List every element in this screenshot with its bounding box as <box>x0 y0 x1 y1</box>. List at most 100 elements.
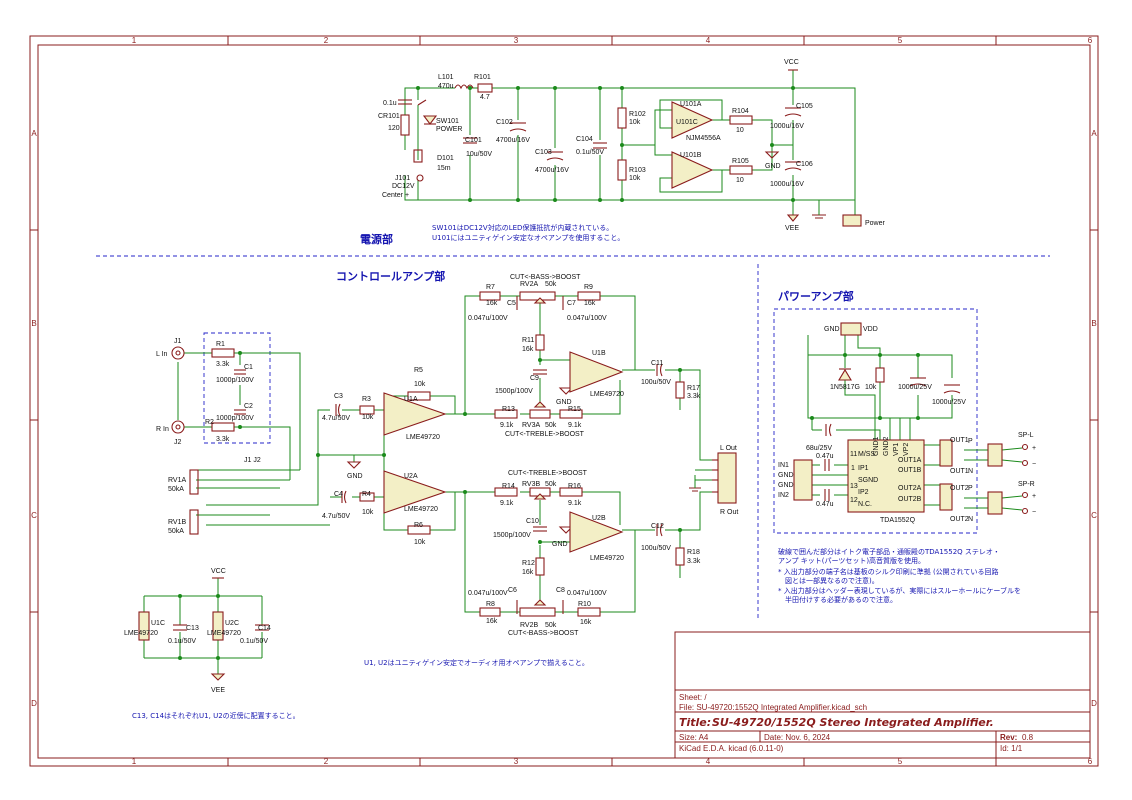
pa-in-pin-2: GND <box>778 472 794 479</box>
l101: L101 470u <box>438 74 474 90</box>
pa-out2-header: OUT2 OUT2 P N <box>939 483 973 523</box>
r17-ref: R17 <box>687 385 700 392</box>
r1: R1 3.3k <box>211 341 235 368</box>
r101-value: 4.7 <box>480 94 490 101</box>
c9: C9 1500p/100V <box>495 369 547 395</box>
tda-pin-gnd1: GND1 <box>873 436 880 456</box>
c1-value: 1000p/100V <box>216 377 254 384</box>
r3-ref: R3 <box>362 396 371 403</box>
pa-resistor: 10k <box>865 367 885 391</box>
r16: R16 9.1k <box>559 483 583 507</box>
sp-l-minus: − <box>1032 461 1036 468</box>
row-label-a: A <box>31 129 37 138</box>
r9: R9 16k <box>577 284 601 307</box>
r15-value: 9.1k <box>568 422 582 429</box>
l101-value: 470u <box>438 83 454 90</box>
c101-ref: C101 <box>465 137 482 144</box>
pa-out2-bottom-label: OUT2 <box>950 516 969 523</box>
vee-symbol-psu: VEE <box>785 214 799 232</box>
u101c-ref: U101C <box>676 119 698 126</box>
j1-label: L In <box>156 351 168 358</box>
tb-tool: KiCad E.D.A. kicad (6.0.11-0) <box>679 744 784 753</box>
r8-ref: R8 <box>486 601 495 608</box>
c101-value: 10u/50V <box>466 151 492 158</box>
control-note: U1, U2はユニティゲイン安定でオーディオ用オペアンプで揃えること。 <box>364 658 589 667</box>
r8-value: 16k <box>486 618 498 625</box>
u2b-value: LME49720 <box>590 555 624 562</box>
c5-ref: C5 <box>507 300 516 307</box>
row-label-c: C <box>31 511 37 520</box>
r3-value: 10k <box>362 414 374 421</box>
c2-value: 1000p/100V <box>216 415 254 422</box>
r5: R5 10k <box>407 367 431 401</box>
c11-value: 100u/50V <box>641 379 671 386</box>
l101-ref: L101 <box>438 74 454 81</box>
pa-note-6: 半田付けする必要があるので注意。 <box>785 595 897 604</box>
pa-out2-top-label: OUT2 <box>950 485 969 492</box>
c6: C6 0.047u/100V <box>468 587 518 614</box>
pa-cap-047b-value: 0.47u <box>816 501 834 508</box>
c12-ref: C12 <box>651 523 664 530</box>
sp-l-label: SP-L <box>1018 432 1034 439</box>
pa-cap-a-value: 1000u/25V <box>898 384 932 391</box>
control-amp-section: コントロールアンプ部 U1, U2はユニティゲイン安定でオーディオ用オペアンプで… <box>124 269 738 720</box>
r5-ref: R5 <box>414 367 423 374</box>
pa-out1-header: OUT1 OUT1 P N <box>939 437 973 475</box>
pa-gnd-label: GND <box>824 326 840 333</box>
u101b-ref: U101B <box>680 152 702 159</box>
section-title-power: 電源部 <box>360 232 393 246</box>
r1-ref: R1 <box>216 341 225 348</box>
pa-note-5: * 入出力部分はヘッダー表現しているが、実際にはスルーホールにケーブルを <box>778 586 1021 595</box>
r101: R101 4.7 <box>474 74 493 101</box>
r6-value: 10k <box>414 539 426 546</box>
r1-value: 3.3k <box>216 361 230 368</box>
tda-pin-out2b: OUT2B <box>898 496 922 503</box>
tda-pin-vp2: VP2 <box>903 443 910 456</box>
c103-value: 4700u/16V <box>535 167 569 174</box>
r8: R8 16k <box>479 601 501 625</box>
r11-ref: R11 <box>522 337 534 344</box>
r10: R10 16k <box>577 601 601 626</box>
pa-note-4: 図とは一部異なるので注意)。 <box>785 576 879 585</box>
r104-ref: R104 <box>732 108 749 115</box>
vcc-label-psu: VCC <box>784 59 799 66</box>
r105: R105 10 <box>729 158 753 184</box>
r-out-label: R Out <box>720 509 738 516</box>
sp-l-plus: + <box>1032 445 1036 452</box>
tb-rev-label: Rev: <box>1000 733 1017 742</box>
sp-r-minus: − <box>1032 509 1036 516</box>
r2-value: 3.3k <box>216 436 230 443</box>
pa-vdd-label: VDD <box>863 326 878 333</box>
pa-resistor-value: 10k <box>865 384 877 391</box>
pa-out2-p: P <box>968 485 973 492</box>
c3-value: 4.7u/50V <box>322 415 350 422</box>
r14-value: 9.1k <box>500 500 514 507</box>
c5: C5 0.047u/100V <box>468 296 518 322</box>
pa-out1-bottom-label: OUT1 <box>950 468 969 475</box>
pa-note-3: * 入出力部分の端子名は基板のシルク印刷に準拠 (公開されている回路 <box>778 567 998 576</box>
r16-ref: R16 <box>568 483 581 490</box>
r14: R14 9.1k <box>494 483 518 507</box>
c2: C2 1000p/100V <box>216 403 254 422</box>
c102-value: 4700u/16V <box>496 137 530 144</box>
r13-ref: R13 <box>502 406 515 413</box>
tda-pin-mss: M/SS <box>858 451 875 458</box>
col-label-5-bottom: 5 <box>898 757 903 766</box>
tda1552q-ic: M/SS IP1 SGND IP2 N.C. 11 1 13 12 GND1 G… <box>847 436 925 524</box>
c1-ref: C1 <box>244 364 253 371</box>
c3: C3 4.7u/50V <box>322 393 350 422</box>
c11: C11 100u/50V <box>641 360 671 386</box>
pa-cap-047a: 0.47u <box>816 453 834 471</box>
c103-ref: C103 <box>535 149 552 156</box>
r18: R18 3.3k <box>675 547 701 566</box>
u1a-ref: U1A <box>404 396 418 403</box>
r103: R103 10k <box>617 159 646 182</box>
rv1b-ref: RV1B <box>168 519 186 526</box>
r7-value: 16k <box>486 300 498 307</box>
c7-value: 0.047u/100V <box>567 315 607 322</box>
c103: C103 4700u/16V <box>535 149 569 174</box>
c4-ref: C4 <box>334 491 343 498</box>
r7: R7 16k <box>479 284 501 307</box>
u101a-ref: U101A <box>680 101 702 108</box>
